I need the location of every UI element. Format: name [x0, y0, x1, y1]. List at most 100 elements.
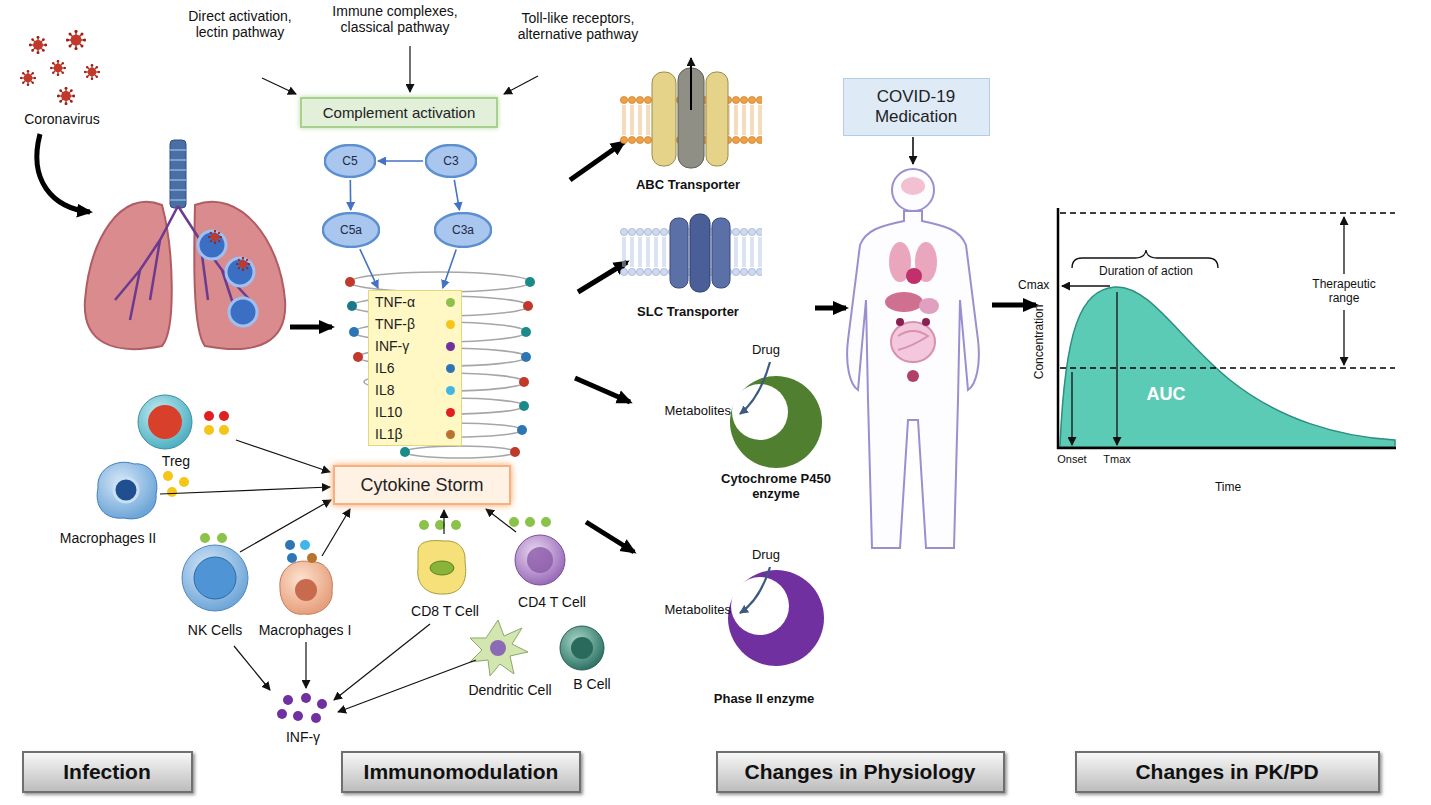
node-text: Changes in PK/PD — [1135, 760, 1318, 784]
node-text: Complement activation — [323, 104, 476, 121]
text-label: INF-γ — [286, 729, 320, 745]
text-label: Coronavirus — [24, 111, 99, 127]
text-label: Treg — [162, 453, 190, 469]
section-band: Infection — [22, 751, 193, 793]
node-text: Immunomodulation — [364, 760, 559, 784]
human-body — [847, 169, 979, 548]
ellipse-shape — [426, 145, 476, 177]
process-box: Cytokine Storm — [333, 465, 511, 505]
text-label: ABC Transporter — [636, 178, 740, 193]
immune-cells — [97, 395, 604, 676]
cytokine-spiral — [350, 272, 530, 458]
text-label: Direct activation, lectin pathway — [176, 8, 304, 40]
complement-ellipse: C3 — [425, 144, 477, 178]
section-band: Immunomodulation — [341, 751, 581, 793]
text-label: NK Cells — [188, 622, 242, 638]
complement-ellipse: C5 — [324, 144, 376, 178]
node-text: COVID-19 Medication — [860, 87, 972, 127]
text-label: Macrophages I — [259, 622, 352, 638]
flow-arrow — [290, 325, 332, 330]
cytokine-dot — [446, 408, 455, 417]
cytokine-list-box: TNF-αTNF-βINF-γIL6IL8IL10IL1β — [368, 290, 462, 446]
text-label: Drug — [752, 548, 780, 563]
cytokine-row: IL6 — [375, 360, 455, 376]
section-band: Changes in PK/PD — [1075, 751, 1380, 793]
cytokine-dot — [446, 364, 455, 373]
text-label: Macrophages II — [60, 530, 157, 546]
section-band: Changes in Physiology — [716, 751, 1005, 793]
text-label: Tmax — [1103, 453, 1131, 466]
text-label: Metabolites — [665, 603, 731, 618]
text-label: Toll-like receptors, alternative pathway — [503, 10, 653, 42]
lungs — [85, 140, 285, 349]
coronavirus-particles — [20, 30, 100, 105]
cytokine-row: TNF-α — [375, 294, 455, 310]
flow-arrows — [570, 142, 1036, 552]
text-label: CD4 T Cell — [518, 594, 586, 610]
text-label: SLC Transporter — [637, 305, 739, 320]
cytokine-row: IL10 — [375, 404, 455, 420]
cyp-enzyme-icon — [730, 362, 822, 468]
node-text: Changes in Physiology — [744, 760, 975, 784]
node-text: IL10 — [375, 404, 402, 420]
complement-ellipse: C5a — [322, 212, 380, 248]
text-label: Time — [1215, 481, 1241, 495]
cytokine-row: INF-γ — [375, 338, 455, 354]
connector-arrow — [349, 180, 351, 210]
pk-chart — [1057, 208, 1396, 449]
cell-arrows — [160, 440, 516, 712]
cytokine-row: IL8 — [375, 382, 455, 398]
text-label: Cmax — [1018, 279, 1049, 293]
complement-ellipse: C3a — [434, 212, 492, 248]
text-label: Therapeutic range — [1304, 278, 1384, 306]
text-label: Cytochrome P450 enzyme — [714, 472, 839, 502]
node-text: TNF-β — [375, 316, 415, 332]
pathway-arrows — [262, 46, 538, 94]
cytokine-dot — [446, 298, 455, 307]
process-box: COVID-19 Medication — [843, 78, 990, 136]
axis-label: Concentration — [1033, 305, 1047, 380]
node-text: C3 — [443, 154, 458, 168]
cytokine-dot — [446, 342, 455, 351]
ellipse-shape — [435, 213, 491, 247]
connector-arrow — [360, 249, 378, 288]
node-text: IL1β — [375, 426, 403, 442]
text-label: AUC — [1147, 384, 1186, 405]
text-label: Dendritic Cell — [468, 682, 551, 698]
node-text: IL6 — [375, 360, 394, 376]
connector-arrow — [443, 250, 456, 289]
text-label: Phase II enzyme — [714, 692, 814, 707]
node-text: C3a — [452, 223, 474, 237]
text-label: Drug — [752, 343, 780, 358]
ellipse-shape — [325, 145, 375, 177]
ellipse-shape — [323, 213, 379, 247]
process-box: Complement activation — [300, 97, 498, 128]
cytokine-row: TNF-β — [375, 316, 455, 332]
connector-arrow — [454, 180, 459, 210]
infection-arrow — [37, 134, 90, 212]
cytokine-dot — [446, 386, 455, 395]
connector-arrow — [378, 160, 423, 162]
cytokine-row: IL1β — [375, 426, 455, 442]
text-label: Immune complexes, classical pathway — [324, 3, 466, 35]
abc-transporter-icon — [620, 58, 762, 168]
slc-transporter-icon — [620, 214, 762, 292]
medication-arrow — [912, 137, 914, 164]
node-text: IL8 — [375, 382, 394, 398]
node-text: Infection — [63, 760, 151, 784]
node-text: TNF-α — [375, 294, 415, 310]
node-text: INF-γ — [375, 338, 409, 354]
cytokine-dot — [446, 320, 455, 329]
node-text: C5 — [342, 154, 357, 168]
text-label: Onset — [1057, 453, 1086, 466]
text-label: B Cell — [573, 676, 610, 692]
text-label: CD8 T Cell — [411, 603, 479, 619]
text-label: Duration of action — [1099, 265, 1193, 279]
phase2-enzyme-icon — [728, 567, 824, 666]
node-text: Cytokine Storm — [360, 475, 483, 496]
node-text: C5a — [340, 223, 362, 237]
cytokine-dot — [446, 430, 455, 439]
